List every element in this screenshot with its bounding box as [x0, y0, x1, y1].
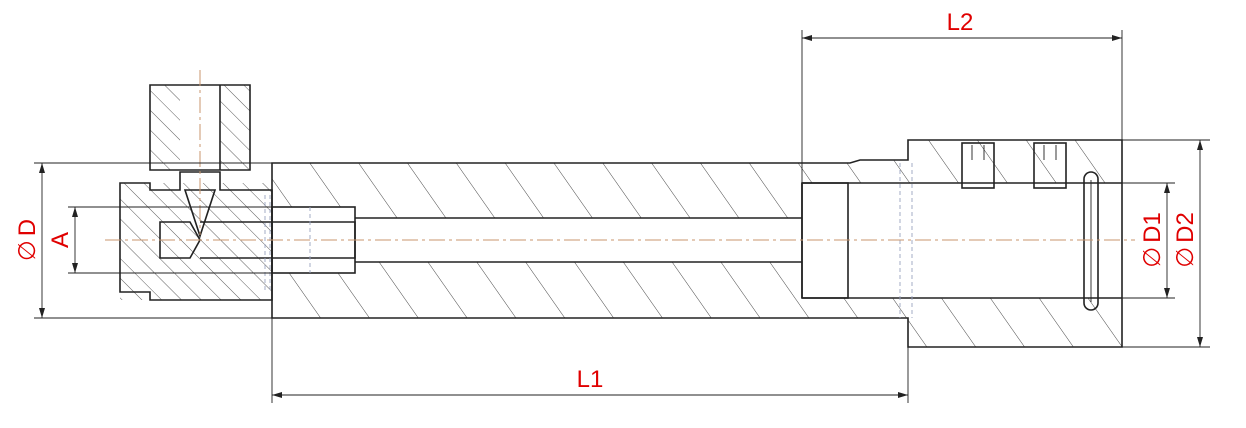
diameter-symbol: ∅ — [1172, 247, 1199, 268]
label-A: A — [47, 232, 74, 248]
dimension-D — [34, 162, 272, 319]
label-D: ∅D — [14, 219, 41, 261]
dimension-A — [68, 206, 272, 274]
set-screws — [961, 142, 1067, 189]
label-D1: ∅ D1 — [1139, 212, 1166, 268]
label-D1-text: D1 — [1139, 212, 1166, 243]
label-D2-text: D2 — [1172, 212, 1199, 243]
diameter-symbol: ∅ — [1139, 247, 1166, 268]
dimension-D1 — [1122, 182, 1175, 299]
diameter-symbol: ∅ — [14, 240, 41, 261]
label-L2: L2 — [947, 9, 974, 36]
dimension-L2 — [801, 30, 1123, 183]
label-D2: ∅ D2 — [1172, 212, 1199, 268]
dimension-L1 — [271, 318, 909, 403]
label-L1: L1 — [577, 366, 604, 393]
label-D-text: D — [14, 219, 41, 236]
dimension-D2 — [1122, 139, 1210, 348]
snap-ring — [1083, 171, 1099, 311]
